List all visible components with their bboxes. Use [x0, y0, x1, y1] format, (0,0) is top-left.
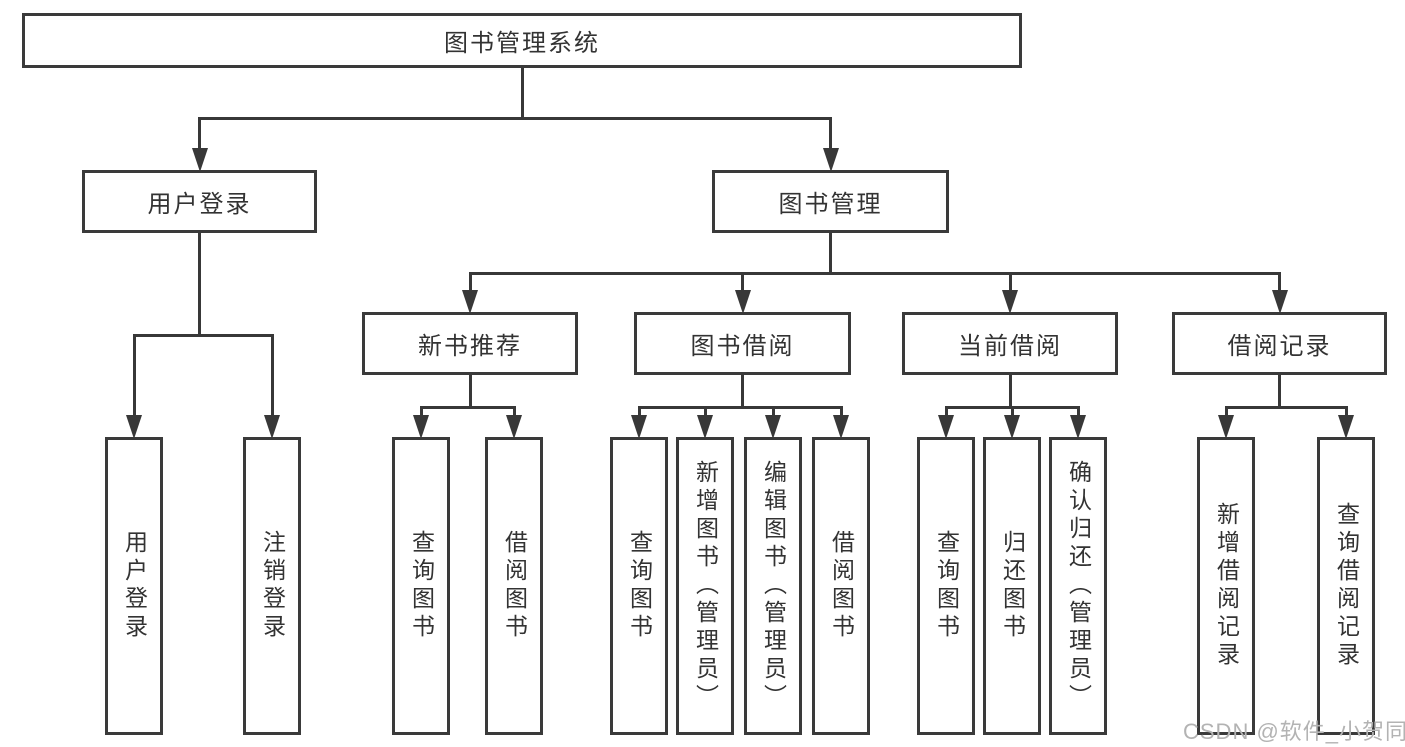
node-borrow-record: 借阅记录 — [1172, 312, 1387, 375]
node-label-book-mgmt: 图书管理 — [778, 191, 883, 218]
arrowhead-borrow-record — [1271, 290, 1288, 314]
edge-stem-book-mgmt — [829, 233, 832, 275]
edge-drop-bb-borrow-book — [839, 406, 843, 419]
edge-branch-book-mgmt — [468, 272, 1281, 275]
node-rec-query-book: 查询图书 — [392, 437, 450, 735]
node-user-login: 用户登录 — [82, 170, 317, 233]
edge-branch-root — [198, 117, 832, 120]
edge-drop-user-login — [198, 117, 201, 152]
node-current-borrow: 当前借阅 — [902, 312, 1118, 375]
arrowhead-br-add-record — [1218, 415, 1234, 439]
node-book-mgmt: 图书管理 — [712, 170, 949, 233]
node-label-br-query-record: 查询借阅记录 — [1333, 502, 1360, 670]
node-label-book-borrow: 图书借阅 — [690, 333, 795, 360]
edge-stem-borrow-record — [1278, 375, 1281, 409]
node-label-bb-query-book: 查询图书 — [626, 530, 653, 642]
arrowhead-book-borrow — [734, 290, 751, 314]
node-label-rec-query-book: 查询图书 — [408, 530, 435, 642]
node-bb-borrow-book: 借阅图书 — [812, 437, 870, 735]
edge-drop-rec-query-book — [419, 406, 423, 419]
edge-drop-cb-confirm-return — [1076, 406, 1080, 419]
node-bb-query-book: 查询图书 — [610, 437, 668, 735]
watermark-text: CSDN @软件_小贺同学 — [1183, 719, 1405, 744]
node-cb-confirm-return: 确认归还（管理员） — [1049, 437, 1107, 735]
edge-drop-book-borrow — [741, 272, 744, 294]
node-label-user-login: 用户登录 — [147, 191, 252, 218]
arrowhead-bb-borrow-book — [833, 415, 849, 439]
node-label-leaf-logout: 注销登录 — [259, 530, 286, 642]
arrowhead-br-query-record — [1338, 415, 1354, 439]
edge-drop-leaf-user-login — [132, 334, 136, 419]
node-label-borrow-record: 借阅记录 — [1227, 333, 1332, 360]
node-br-query-record: 查询借阅记录 — [1317, 437, 1375, 735]
edge-stem-book-borrow — [741, 375, 744, 409]
edge-stem-current-borrow — [1008, 375, 1012, 409]
node-bb-edit-book: 编辑图书（管理员） — [744, 437, 802, 735]
edge-branch-book-borrow — [637, 406, 843, 409]
arrowhead-rec-query-book — [413, 415, 429, 439]
edge-drop-leaf-logout — [270, 334, 274, 419]
node-rec-borrow-book: 借阅图书 — [485, 437, 543, 735]
node-cb-return-book: 归还图书 — [983, 437, 1041, 735]
edge-drop-rec-borrow-book — [512, 406, 516, 419]
node-new-book-rec: 新书推荐 — [362, 312, 578, 375]
node-label-current-borrow: 当前借阅 — [958, 333, 1062, 360]
node-label-cb-return-book: 归还图书 — [999, 530, 1026, 642]
node-label-br-add-record: 新增借阅记录 — [1213, 502, 1240, 670]
edge-drop-borrow-record — [1278, 272, 1281, 294]
edge-stem-user-login — [198, 233, 201, 337]
arrowhead-bb-edit-book — [765, 415, 781, 439]
edge-drop-cb-query-book — [944, 406, 948, 419]
edge-drop-new-book-rec — [468, 272, 472, 294]
node-bb-add-book: 新增图书（管理员） — [676, 437, 734, 735]
node-label-leaf-user-login: 用户登录 — [121, 530, 148, 642]
edge-branch-borrow-record — [1224, 406, 1348, 409]
node-root: 图书管理系统 — [22, 13, 1022, 68]
arrowhead-rec-borrow-book — [506, 415, 522, 439]
node-label-cb-confirm-return: 确认归还（管理员） — [1065, 460, 1092, 712]
node-label-root: 图书管理系统 — [444, 30, 600, 57]
arrowhead-bb-query-book — [631, 415, 647, 439]
node-label-bb-add-book: 新增图书（管理员） — [692, 460, 719, 712]
arrowhead-new-book-rec — [462, 290, 478, 314]
edge-branch-new-book-rec — [419, 406, 516, 409]
arrowhead-leaf-user-login — [126, 415, 142, 439]
arrowhead-cb-confirm-return — [1070, 415, 1086, 439]
edge-drop-bb-query-book — [637, 406, 641, 419]
arrowhead-book-mgmt — [822, 148, 839, 172]
node-br-add-record: 新增借阅记录 — [1197, 437, 1255, 735]
edge-drop-current-borrow — [1008, 272, 1012, 294]
edge-drop-bb-add-book — [703, 406, 707, 419]
edge-branch-user-login — [132, 334, 274, 337]
edge-drop-cb-return-book — [1010, 406, 1014, 419]
node-leaf-logout: 注销登录 — [243, 437, 301, 735]
edge-stem-new-book-rec — [468, 375, 472, 409]
arrowhead-leaf-logout — [264, 415, 280, 439]
edge-stem-root — [520, 68, 524, 120]
edge-drop-br-query-record — [1344, 406, 1348, 419]
node-label-bb-borrow-book: 借阅图书 — [828, 530, 855, 642]
node-label-new-book-rec: 新书推荐 — [418, 333, 522, 360]
arrowhead-current-borrow — [1002, 290, 1018, 314]
node-cb-query-book: 查询图书 — [917, 437, 975, 735]
node-label-cb-query-book: 查询图书 — [933, 530, 960, 642]
node-label-rec-borrow-book: 借阅图书 — [501, 530, 528, 642]
edge-drop-bb-edit-book — [771, 406, 775, 419]
edge-drop-br-add-record — [1224, 406, 1228, 419]
arrowhead-cb-return-book — [1004, 415, 1020, 439]
node-label-bb-edit-book: 编辑图书（管理员） — [760, 460, 787, 712]
arrowhead-bb-add-book — [697, 415, 713, 439]
node-leaf-user-login: 用户登录 — [105, 437, 163, 735]
arrowhead-cb-query-book — [938, 415, 954, 439]
edge-drop-book-mgmt — [829, 117, 832, 152]
node-book-borrow: 图书借阅 — [634, 312, 851, 375]
arrowhead-user-login — [191, 148, 208, 172]
